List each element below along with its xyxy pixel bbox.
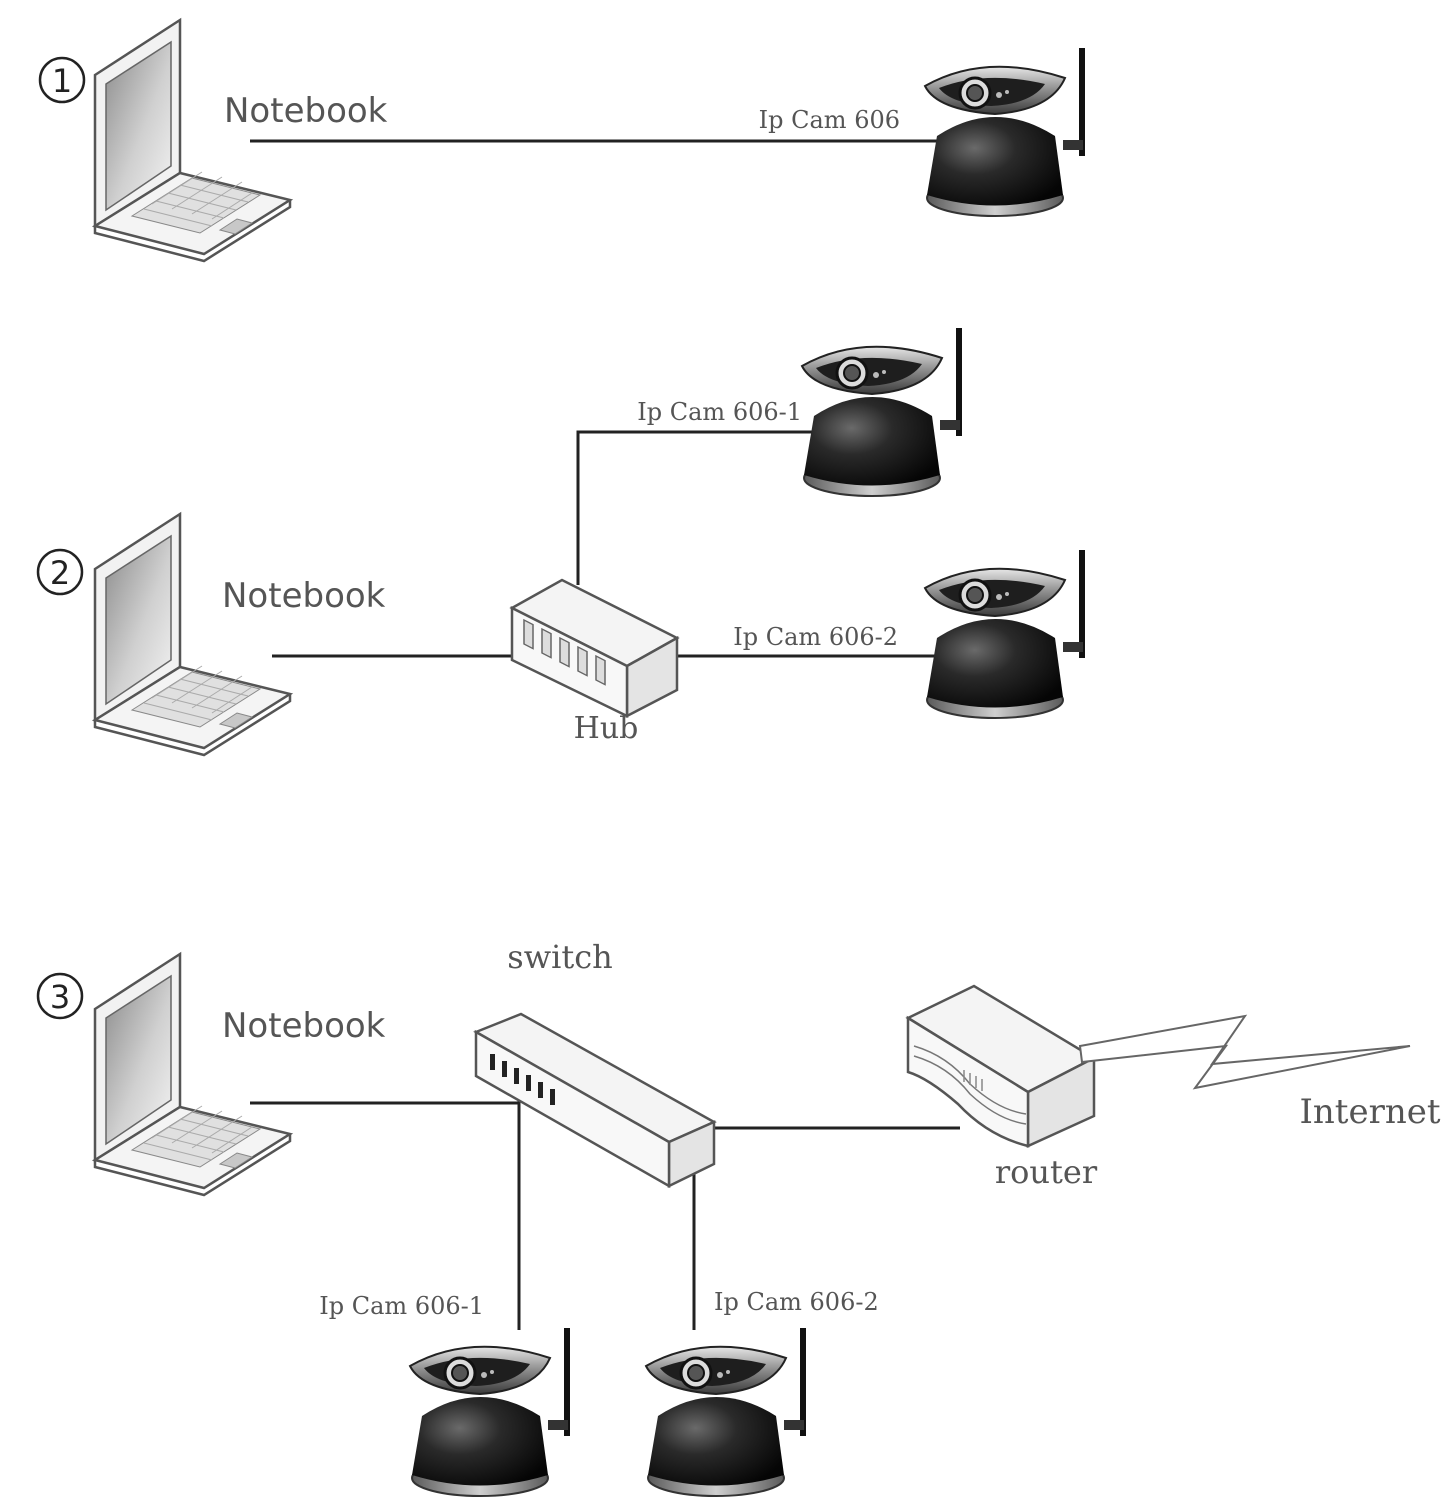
ip-camera-icon: [923, 548, 1087, 720]
camera-label: Ip Cam 606: [759, 106, 900, 134]
notebook-label: Notebook: [222, 576, 386, 616]
svg-text:1: 1: [52, 62, 72, 100]
camera-2-label: Ip Cam 606-2: [714, 1288, 879, 1316]
laptop-icon: [93, 952, 292, 1197]
router-icon: [906, 984, 1096, 1148]
switch-icon: [474, 1012, 716, 1188]
svg-text:2: 2: [50, 554, 70, 592]
camera-1-label: Ip Cam 606-1: [319, 1292, 484, 1320]
laptop-icon: [93, 512, 292, 757]
ip-camera-icon: [644, 1326, 808, 1498]
internet-label: Internet: [1299, 1092, 1440, 1132]
step-marker-1: 1: [38, 56, 86, 104]
lightning-bolt-icon: [1078, 1014, 1411, 1090]
notebook-label: Notebook: [224, 91, 388, 131]
switch-label: switch: [507, 938, 612, 976]
camera-2-label: Ip Cam 606-2: [733, 623, 898, 651]
cable-hub-to-camera-1: [576, 430, 848, 585]
step-marker-2: 2: [36, 548, 84, 596]
hub-label: Hub: [574, 711, 639, 746]
scenario-1: 1 Notebook Ip Cam 606: [38, 18, 1087, 263]
scenario-2: 2 Notebook Hub Ip Cam 606-1 Ip Cam 606-2: [36, 326, 1087, 757]
step-marker-3: 3: [36, 972, 84, 1020]
ip-camera-icon: [408, 1326, 572, 1498]
hub-icon: [510, 578, 679, 718]
svg-text:3: 3: [50, 978, 70, 1016]
ip-camera-icon: [923, 46, 1087, 218]
camera-1-label: Ip Cam 606-1: [637, 398, 802, 426]
router-label: router: [995, 1153, 1098, 1191]
scenario-3: 3 Notebook switch router Internet Ip Cam…: [36, 938, 1441, 1498]
notebook-label: Notebook: [222, 1006, 386, 1046]
ip-camera-icon: [800, 326, 964, 498]
